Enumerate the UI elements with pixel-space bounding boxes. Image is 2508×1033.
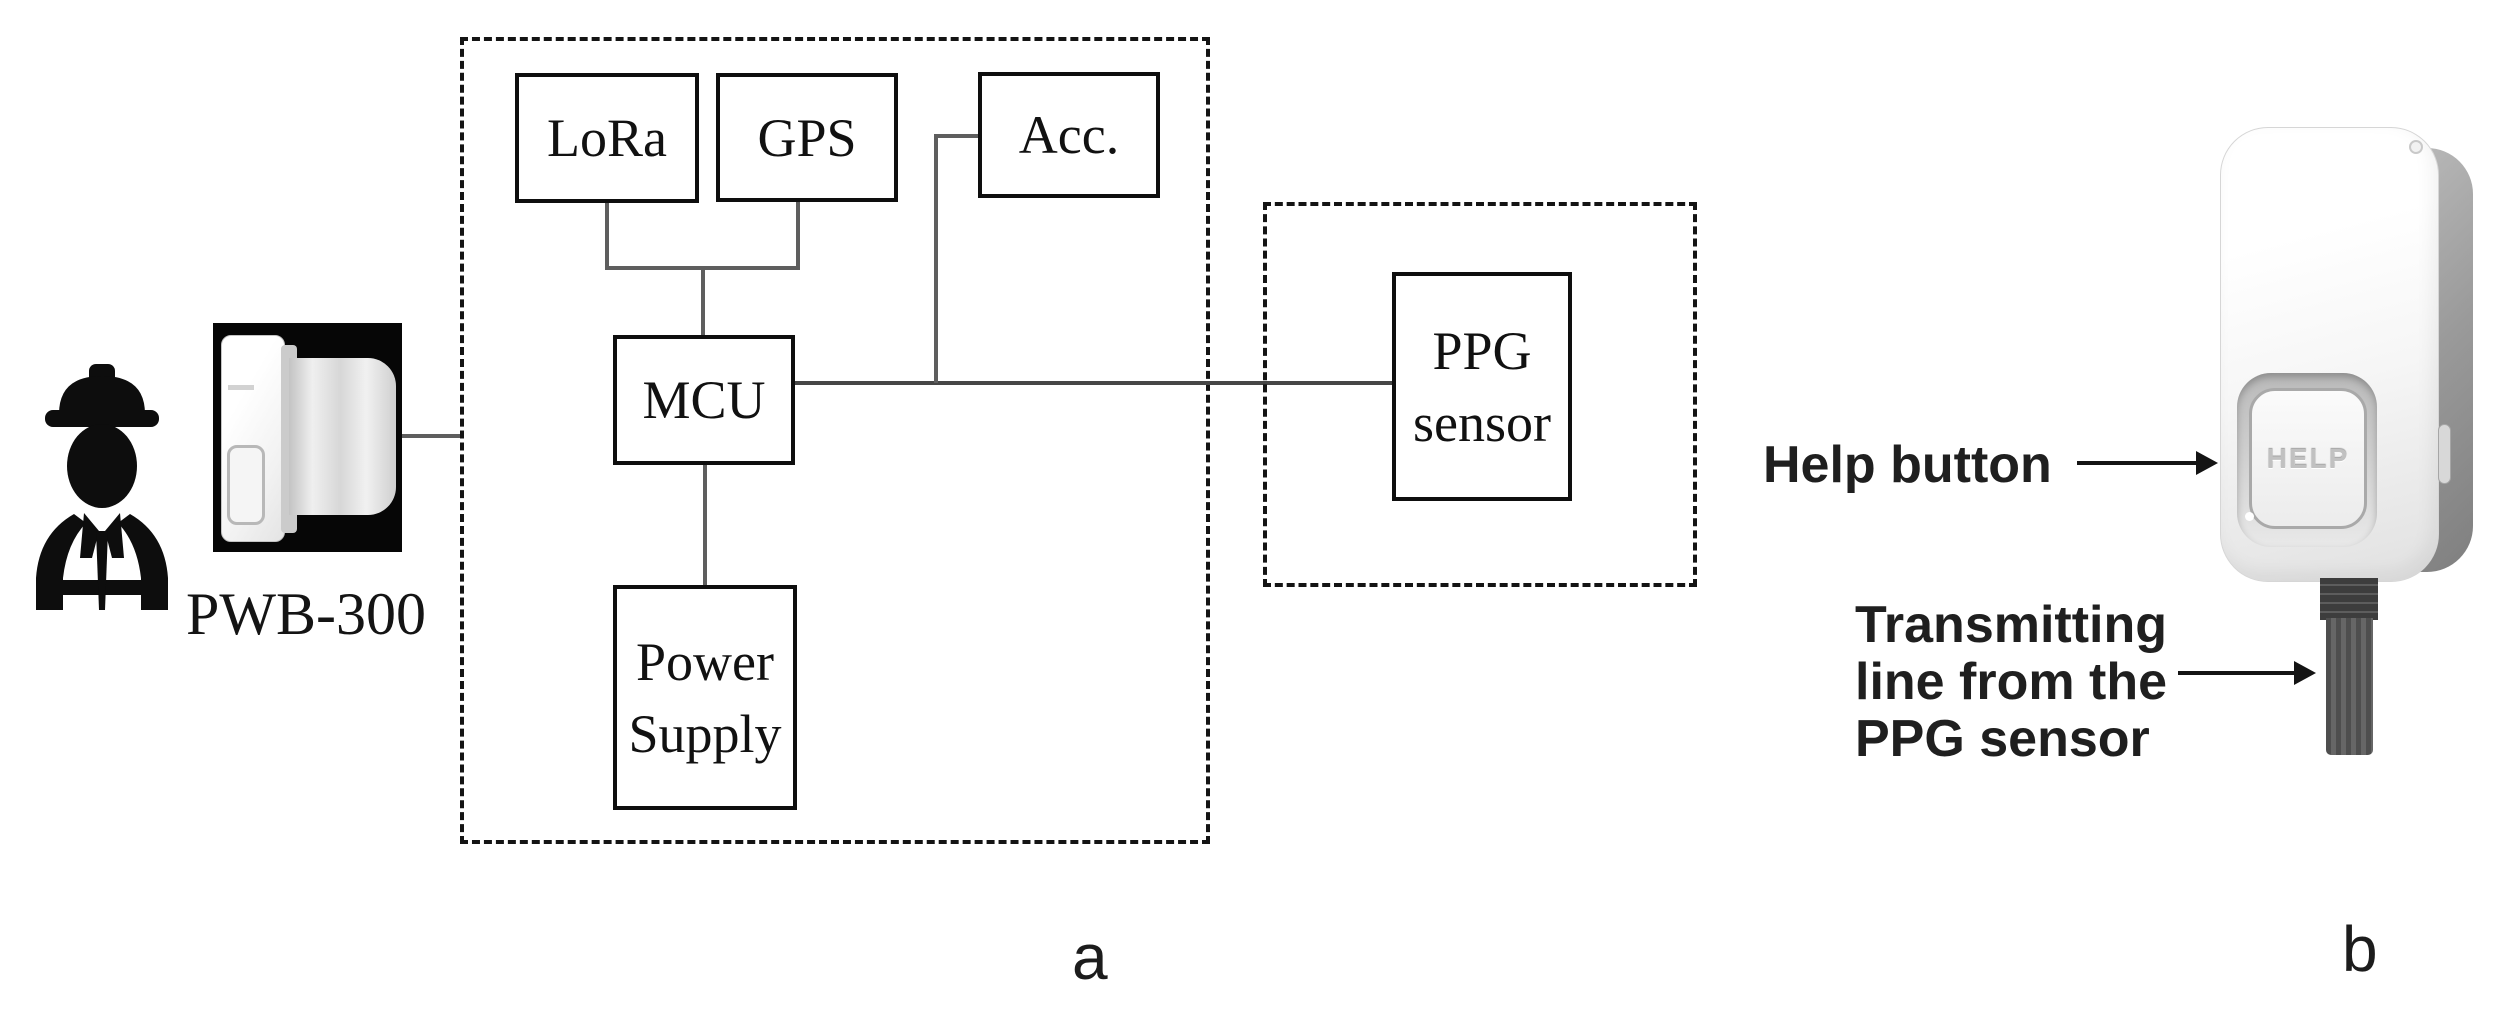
help-button-arrow-head	[2196, 451, 2218, 475]
transmitting-annotation-line2: line from the	[1855, 653, 2168, 711]
transmitting-annotation-line3: PPG sensor	[1855, 710, 2150, 768]
help-device-corner-hole	[2409, 140, 2423, 154]
block-gps: GPS	[716, 73, 898, 202]
block-lora: LoRa	[515, 73, 699, 203]
dashed-box-ppg	[1263, 202, 1697, 587]
pwb300-front-button	[227, 445, 265, 525]
block-ppg-label-line2: sensor	[1413, 392, 1551, 453]
connector-join-to-mcu	[701, 268, 705, 335]
dashed-box-a	[460, 37, 1210, 844]
transmitting-arrow-head	[2294, 661, 2316, 685]
block-gps-label: GPS	[757, 107, 857, 168]
block-mcu: MCU	[613, 335, 795, 465]
panel-b-label: b	[2342, 913, 2378, 985]
transmitting-annotation-line1: Transmitting	[1855, 596, 2168, 654]
block-acc-label: Acc.	[1018, 105, 1120, 165]
transmitting-line-annotation: Transmitting line from the PPG sensor	[1855, 597, 2167, 768]
connector-acc-stub	[936, 134, 978, 138]
connector-lora-down	[605, 203, 609, 268]
connector-mcu-to-power	[703, 465, 707, 585]
help-button: HELP	[2249, 388, 2367, 529]
connector-gps-down	[796, 202, 800, 268]
block-ppg-label-line1: PPG	[1432, 320, 1532, 381]
block-acc: Acc.	[978, 72, 1160, 198]
cable-connector	[2320, 578, 2378, 620]
pwb300-label: PWB-300	[186, 581, 426, 647]
panel-a-label: a	[1072, 921, 1108, 993]
help-device-side-button	[2438, 424, 2451, 484]
transmitting-arrow-line	[2178, 671, 2296, 675]
block-ppg-sensor: PPG sensor	[1392, 272, 1572, 501]
help-button-text: HELP	[2266, 442, 2350, 474]
connector-device-to-box-a	[402, 434, 464, 438]
block-mcu-label: MCU	[642, 370, 766, 430]
help-device-indicator-dot	[2245, 512, 2254, 521]
block-power-supply-label-line1: Power	[636, 631, 774, 692]
pwb300-logo-mark	[228, 385, 254, 390]
construction-worker-icon	[36, 364, 168, 610]
block-power-supply-label-line2: Supply	[628, 703, 782, 764]
help-button-arrow-line	[2077, 461, 2198, 465]
connector-mcu-to-ppg	[795, 381, 1392, 385]
help-device-photo: HELP	[2205, 120, 2495, 770]
help-button-annotation: Help button	[1763, 436, 2052, 494]
block-power-supply: Power Supply	[613, 585, 797, 810]
pwb300-photo	[213, 323, 402, 552]
ppg-transmitting-cable	[2326, 618, 2373, 755]
pwb300-strap	[289, 358, 396, 515]
worker-icon	[28, 350, 176, 616]
block-lora-label: LoRa	[547, 108, 667, 168]
connector-acc-down	[934, 134, 938, 383]
